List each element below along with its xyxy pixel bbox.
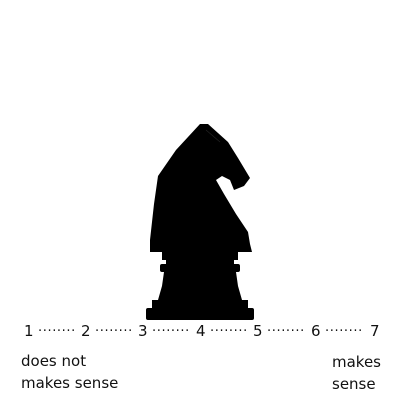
scale-separator: ........ xyxy=(38,320,76,335)
scale-separator: ........ xyxy=(267,320,305,335)
chess-knight-icon xyxy=(146,124,254,320)
low-anchor-line-1: does not xyxy=(21,352,87,370)
scale-point-2[interactable]: 2 xyxy=(81,322,91,340)
scale-separator: ........ xyxy=(152,320,190,335)
low-anchor-label: does not makes sense xyxy=(21,350,118,394)
scale-separator: ........ xyxy=(95,320,133,335)
high-anchor-label: makes sense xyxy=(332,351,381,395)
scale-point-3[interactable]: 3 xyxy=(138,322,148,340)
high-anchor-line-1: makes xyxy=(332,353,381,371)
scale-point-7[interactable]: 7 xyxy=(370,322,380,340)
high-anchor-line-2: sense xyxy=(332,375,376,393)
scale-point-6[interactable]: 6 xyxy=(311,322,321,340)
rating-scale: 1 ........ 2 ........ 3 ........ 4 .....… xyxy=(18,320,386,344)
scale-separator: ........ xyxy=(210,320,248,335)
scale-separator: ........ xyxy=(325,320,363,335)
low-anchor-line-2: makes sense xyxy=(21,374,119,392)
scale-point-4[interactable]: 4 xyxy=(196,322,206,340)
scale-point-5[interactable]: 5 xyxy=(253,322,263,340)
scale-point-1[interactable]: 1 xyxy=(24,322,34,340)
